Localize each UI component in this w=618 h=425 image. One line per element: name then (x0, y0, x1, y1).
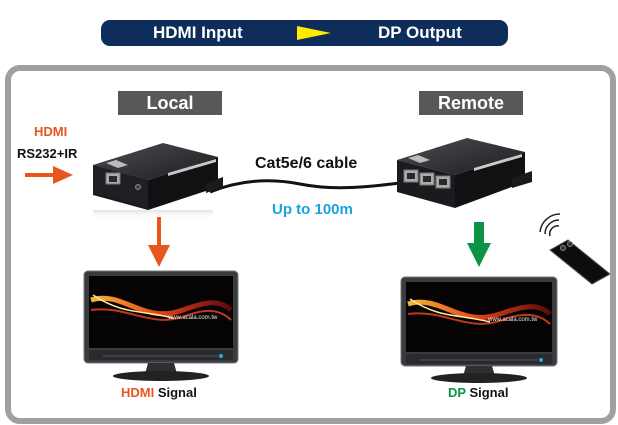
local-monitor (83, 270, 239, 381)
hdmi-caption-highlight: HDMI (121, 385, 155, 400)
remote-output-caption: DP Signal (448, 385, 508, 400)
dp-output-arrow-icon (467, 222, 491, 267)
remote-tag: Remote (419, 91, 523, 115)
rs232-ir-input-label: RS232+IR (17, 146, 78, 161)
ir-remote-control-icon (539, 213, 610, 285)
remote-monitor-watermark: www.acala.com.tw (488, 317, 538, 323)
play-arrow-icon (297, 26, 331, 40)
remote-extender-device (397, 138, 532, 208)
local-tag: Local (118, 91, 222, 115)
input-arrow-icon (25, 166, 73, 184)
cable-label: Cat5e/6 cable (255, 155, 358, 172)
hdmi-input-label: HDMI (34, 124, 68, 139)
banner-output-label: DP Output (378, 23, 462, 42)
signal-flow-banner: HDMI Input DP Output (101, 20, 508, 46)
distance-label: Up to 100m (272, 201, 353, 218)
remote-monitor (400, 276, 558, 383)
dp-caption-rest: Signal (465, 385, 509, 400)
local-extender-device (93, 143, 223, 220)
local-output-caption: HDMI Signal (121, 385, 197, 400)
banner-input-label: HDMI Input (153, 23, 243, 42)
hdmi-caption-rest: Signal (154, 385, 197, 400)
local-monitor-watermark: www.acala.com.tw (168, 315, 218, 321)
dp-caption-highlight: DP (448, 385, 466, 400)
hdmi-output-arrow-icon (148, 217, 170, 267)
